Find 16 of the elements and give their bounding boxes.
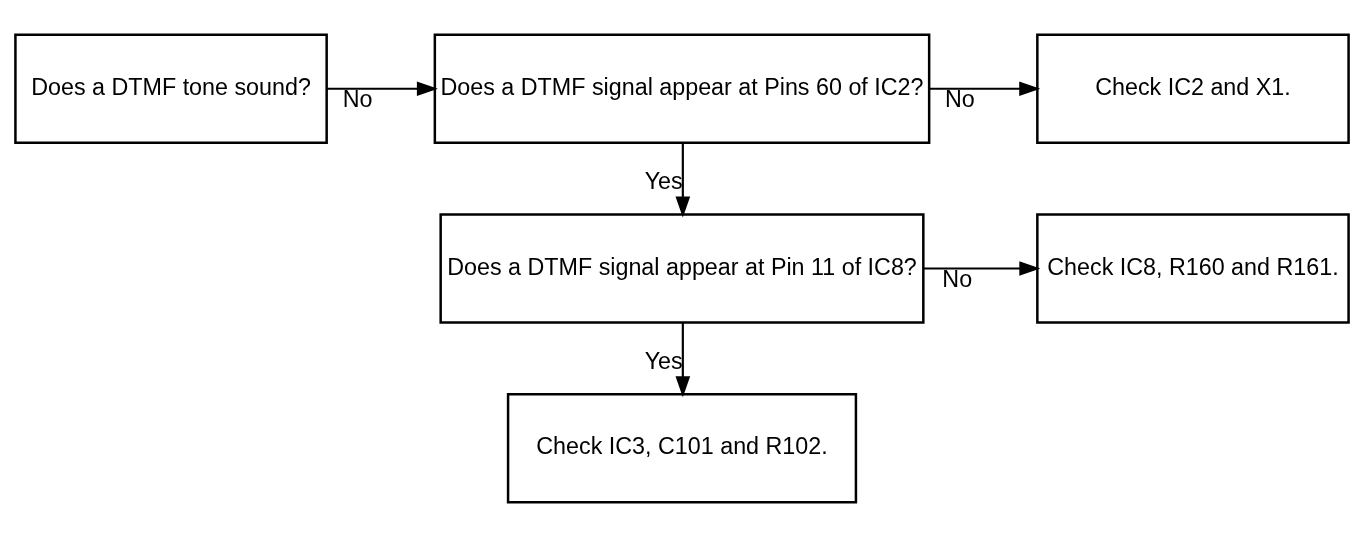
edge-label: No bbox=[944, 86, 975, 113]
arrow bbox=[327, 81, 438, 97]
arrow bbox=[929, 81, 1041, 97]
node-box: Check IC8, R160 and R161. bbox=[1036, 213, 1350, 324]
node-box: Does a DTMF signal appear at Pins 60 of IC2? bbox=[433, 33, 931, 145]
node-box: Does a DTMF tone sound? bbox=[14, 33, 328, 145]
edge-label: No bbox=[342, 86, 373, 113]
arrow bbox=[675, 143, 691, 218]
arrow bbox=[675, 322, 691, 398]
node-box: Check IC2 and X1. bbox=[1036, 33, 1350, 145]
edge-label: Yes bbox=[644, 347, 683, 374]
node-box: Check IC3, C101 and R102. bbox=[506, 392, 858, 504]
arrow bbox=[924, 261, 1041, 276]
edge-label: No bbox=[942, 266, 973, 293]
node-box: Does a DTMF signal appear at Pin 11 of IC8? bbox=[439, 213, 925, 324]
edge-label: Yes bbox=[644, 168, 683, 195]
